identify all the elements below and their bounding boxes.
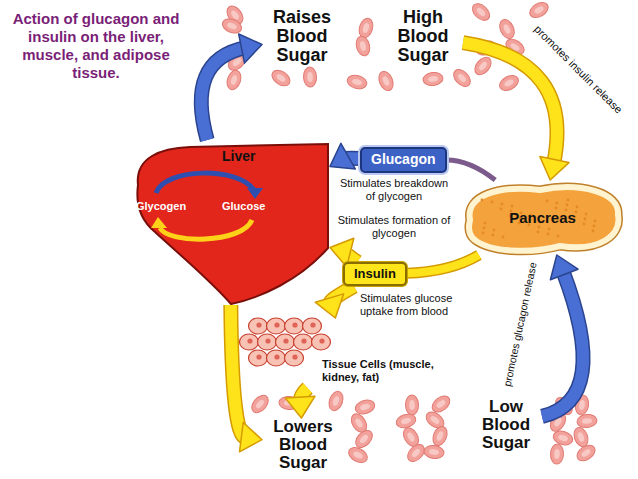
blood-cell xyxy=(497,73,521,94)
blood-cell xyxy=(550,444,564,464)
liver-shape xyxy=(130,140,330,305)
blood-cell xyxy=(249,392,272,416)
hormone-name: Glucagon xyxy=(371,151,436,169)
blood-cell xyxy=(303,67,317,87)
edge-label: Stimulates breakdown of glycogen xyxy=(334,177,454,203)
edge-label: promotes insulin release xyxy=(528,20,628,120)
blood-cell xyxy=(472,54,495,78)
blood-cell xyxy=(405,395,418,415)
pancreas-body xyxy=(469,187,619,251)
sugar-text: Low Blood Sugar xyxy=(470,398,542,452)
blood-cell xyxy=(423,444,444,459)
blood-cell xyxy=(395,412,418,430)
organ-name: Liver xyxy=(222,148,255,164)
blood-cell xyxy=(574,442,598,464)
connector-arrow xyxy=(463,43,569,180)
organ-name: Pancreas xyxy=(509,209,576,226)
blood-cell xyxy=(469,0,492,23)
connector-arrow xyxy=(330,143,360,169)
blood-sugar-label: Low Blood Sugar xyxy=(470,398,542,452)
blood-cell xyxy=(220,16,243,36)
connector-arrow xyxy=(447,160,496,180)
blood-cell xyxy=(430,424,450,447)
sugar-text: High Blood Sugar xyxy=(383,8,463,65)
hormone-box: Insulin xyxy=(343,262,407,286)
blood-cell xyxy=(422,71,443,86)
liver-outline xyxy=(137,144,328,304)
blood-cell xyxy=(346,73,369,90)
connector-arrow xyxy=(407,255,479,273)
metabolite-label: Glucose xyxy=(222,200,265,212)
metabolite-label: Glycogen xyxy=(136,200,186,212)
connector-arrow xyxy=(285,388,315,418)
edge-label: Stimulates glucose uptake from blood xyxy=(360,292,460,318)
blood-sugar-label: Lowers Blood Sugar xyxy=(262,418,344,472)
blood-cell xyxy=(326,389,345,412)
connector-arrow xyxy=(201,34,262,140)
blood-cell xyxy=(497,17,517,41)
edge-label: promotes glucagon release xyxy=(500,258,540,390)
hormone-name: Insulin xyxy=(354,266,396,282)
diagram-title: Action of glucagon and insulin on the li… xyxy=(10,10,182,82)
blood-cell xyxy=(354,35,371,58)
sugar-text: Raises Blood Sugar xyxy=(262,8,342,65)
blood-sugar-label: Raises Blood Sugar xyxy=(262,8,342,65)
tissue-cells: Tissue Cells (muscle, kidney, fat) xyxy=(238,318,453,388)
pancreas-outline xyxy=(469,187,619,251)
blood-sugar-label: High Blood Sugar xyxy=(383,8,463,65)
connector-arrow xyxy=(315,286,354,318)
cycle-arrowhead xyxy=(151,217,167,228)
hormone-box: Glucagon xyxy=(360,147,447,173)
blood-cell xyxy=(450,66,473,89)
blood-cell xyxy=(576,414,597,429)
edge-label: Stimulates formation of glycogen xyxy=(334,214,454,240)
cycle-arrowhead xyxy=(247,188,263,199)
connector-arrow xyxy=(542,255,583,416)
blood-cell xyxy=(376,69,396,92)
blood-cell xyxy=(346,445,370,466)
blood-cell xyxy=(357,17,375,40)
tissue-label: Tissue Cells (muscle, kidney, fat) xyxy=(322,358,450,384)
blood-cell xyxy=(527,0,551,21)
liver-organ: LiverGlycogen Glucose xyxy=(130,140,330,305)
blood-cell xyxy=(269,67,293,89)
pancreas-organ: Pancreas xyxy=(460,180,625,255)
cycle-arrow xyxy=(160,220,252,239)
sugar-text: Lowers Blood Sugar xyxy=(262,418,344,472)
cycle-arrow xyxy=(156,173,254,193)
blood-cell xyxy=(225,68,244,91)
